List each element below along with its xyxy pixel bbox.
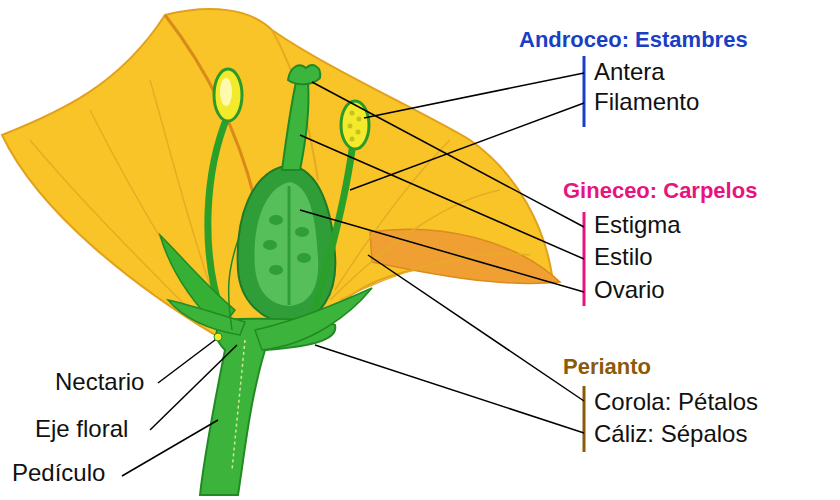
group-heading: Androceo: Estambres (519, 28, 748, 52)
filament (208, 115, 228, 315)
group-heading: Perianto (563, 355, 651, 379)
sepal (168, 300, 245, 335)
part-label: Corola: Pétalos (594, 389, 758, 415)
part-label: Nectario (55, 369, 144, 395)
petal-vein (272, 30, 318, 180)
part-label: Estilo (594, 244, 653, 270)
petal-veins (30, 80, 530, 320)
part-label: Estigma (594, 212, 681, 238)
leader-lines (122, 73, 584, 476)
sepal-edge (229, 240, 238, 330)
anther (214, 69, 242, 121)
anther (341, 101, 369, 149)
group-bracket (583, 386, 586, 452)
pollen (348, 111, 362, 142)
sepal (255, 288, 372, 350)
ovules (263, 215, 311, 275)
style (282, 82, 309, 170)
group-heading: Gineceo: Carpelos (563, 179, 757, 203)
ovary-cavity (254, 182, 318, 306)
nectary (214, 333, 222, 341)
part-label: Ovario (594, 277, 665, 303)
vascular-trace (232, 340, 245, 470)
part-label: Antera (594, 59, 665, 85)
part-label: Pedículo (12, 460, 105, 486)
placenta (288, 186, 291, 305)
part-label: Filamento (594, 89, 699, 115)
corolla-petals (2, 9, 552, 335)
stigma (288, 65, 320, 84)
part-label: Eje floral (35, 416, 128, 442)
group-bracket (583, 56, 586, 127)
anther-highlight (220, 78, 232, 106)
part-label: Cáliz: Sépalos (594, 421, 747, 447)
ovary (238, 165, 336, 325)
